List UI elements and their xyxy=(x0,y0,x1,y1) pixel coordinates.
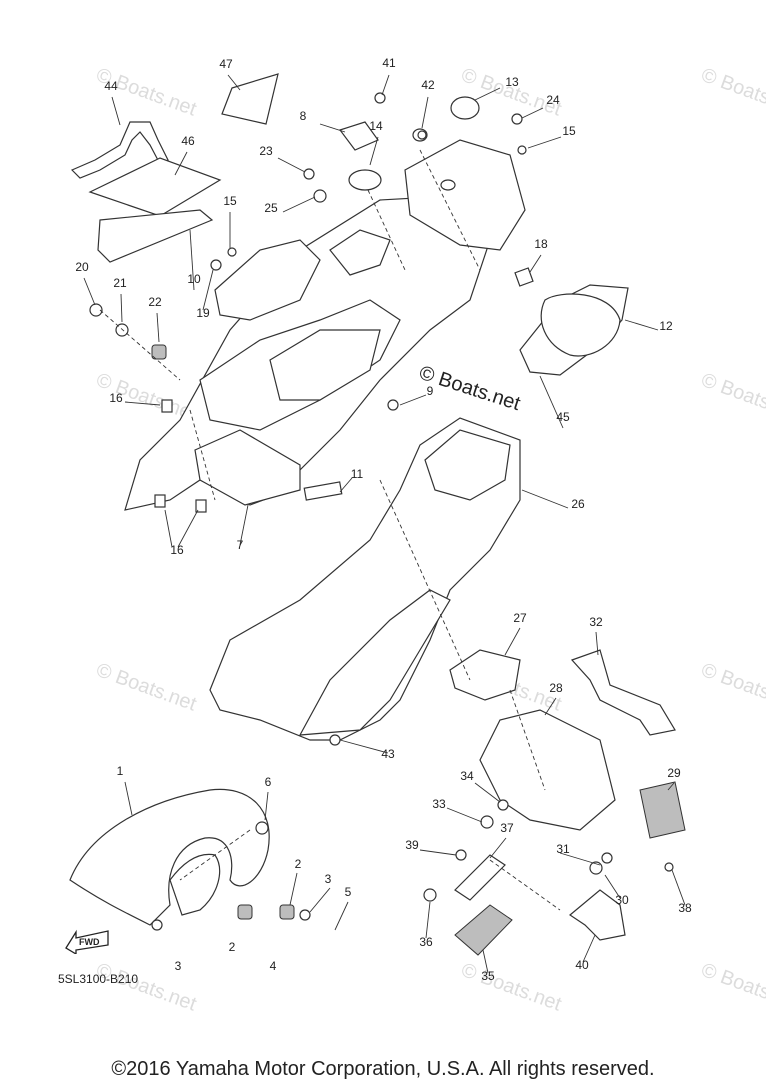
watermark-text: © Boats.net xyxy=(458,959,564,1016)
leader-lines xyxy=(83,74,686,974)
callout-22: 22 xyxy=(148,295,162,309)
callout-3: 3 xyxy=(175,959,182,973)
part-7-rear-frame xyxy=(124,194,491,511)
callout-38: 38 xyxy=(678,901,692,915)
callout-33: 33 xyxy=(432,797,446,811)
copyright-notice: ©2016 Yamaha Motor Corporation, U.S.A. A… xyxy=(111,1058,655,1080)
callout-2: 2 xyxy=(229,940,236,954)
part-12-45-pad xyxy=(519,284,629,376)
callout-3: 3 xyxy=(325,872,332,886)
part-40-bracket xyxy=(568,889,626,941)
callout-8: 8 xyxy=(300,109,307,123)
part-28-license-bracket xyxy=(479,709,616,831)
part-29-reflector xyxy=(639,781,686,839)
watermark-text: © Boats.net xyxy=(698,959,766,1016)
callout-30: 30 xyxy=(615,893,629,907)
callout-19: 19 xyxy=(196,306,210,320)
hardware-parts xyxy=(89,92,674,931)
callout-6: 6 xyxy=(265,775,272,789)
callout-16: 16 xyxy=(109,391,123,405)
callout-21: 21 xyxy=(113,276,127,290)
callout-36: 36 xyxy=(419,935,433,949)
fwd-label: FWD xyxy=(79,937,100,947)
callout-42: 42 xyxy=(421,78,435,92)
watermark-text: © Boats.net xyxy=(93,659,199,716)
callout-34: 34 xyxy=(460,769,474,783)
part-27-plate xyxy=(449,649,521,701)
callout-16: 16 xyxy=(170,543,184,557)
callout-11: 11 xyxy=(351,467,364,481)
callout-46: 46 xyxy=(181,134,195,148)
callout-5: 5 xyxy=(345,885,352,899)
watermark-text: © Boats.net xyxy=(698,659,766,716)
callout-1: 1 xyxy=(117,764,124,778)
callout-18: 18 xyxy=(534,237,548,251)
callout-41: 41 xyxy=(382,56,396,70)
callout-37: 37 xyxy=(500,821,514,835)
callout-15: 15 xyxy=(223,194,237,208)
callout-7: 7 xyxy=(237,538,244,552)
watermark-text: © Boats.net xyxy=(93,959,199,1016)
callout-10: 10 xyxy=(187,272,201,286)
callout-28: 28 xyxy=(549,681,563,695)
watermark-text: © Boats.net xyxy=(698,369,766,426)
callout-44: 44 xyxy=(104,79,118,93)
callout-15: 15 xyxy=(562,124,576,138)
callout-27: 27 xyxy=(513,611,527,625)
callout-31: 31 xyxy=(556,842,570,856)
callout-24: 24 xyxy=(546,93,560,107)
callout-32: 32 xyxy=(589,615,603,629)
callout-35: 35 xyxy=(481,969,495,983)
callout-4: 4 xyxy=(270,959,277,973)
callout-29: 29 xyxy=(667,766,681,780)
watermark-text: © Boats.net xyxy=(698,64,766,121)
part-37-bracket xyxy=(454,854,506,901)
callout-47: 47 xyxy=(219,57,233,71)
callout-43: 43 xyxy=(381,747,395,761)
callout-9: 9 xyxy=(427,384,434,398)
fwd-arrow-icon: FWD xyxy=(65,929,109,954)
callout-25: 25 xyxy=(264,201,278,215)
part-1-front-fender xyxy=(69,788,270,926)
diagram-code: 5SL3100-B210 xyxy=(58,972,139,986)
callout-20: 20 xyxy=(75,260,89,274)
callout-23: 23 xyxy=(259,144,273,158)
callout-2: 2 xyxy=(295,857,302,871)
part-top-housing xyxy=(339,96,526,251)
callout-13: 13 xyxy=(505,75,519,89)
part-26-inner-fender xyxy=(209,417,521,741)
callout-14: 14 xyxy=(369,119,383,133)
part-47-label xyxy=(221,73,279,125)
callout-26: 26 xyxy=(571,497,585,511)
callout-39: 39 xyxy=(405,838,419,852)
callout-45: 45 xyxy=(556,410,570,424)
part-46-sheet xyxy=(88,157,222,263)
part-32-bracket xyxy=(570,649,676,736)
part-35-reflector xyxy=(454,904,513,956)
callout-12: 12 xyxy=(659,319,673,333)
parts-diagram: © Boats.net © Boats.net © Boats.net © Boats… xyxy=(69,56,766,1016)
callout-40: 40 xyxy=(575,958,589,972)
